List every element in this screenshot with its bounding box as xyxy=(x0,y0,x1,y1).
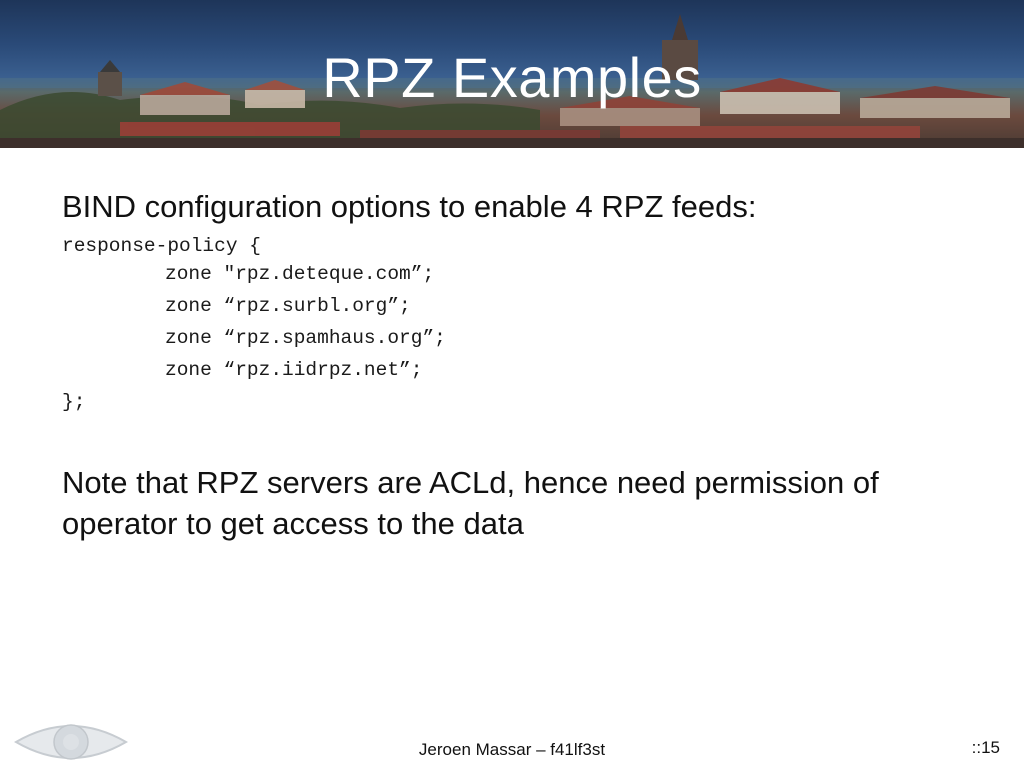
page-number: ::15 xyxy=(971,738,1000,757)
code-line-close: }; xyxy=(62,391,86,413)
city-skyline-image xyxy=(0,14,1024,148)
footer-author: Jeroen Massar – f41lf3st xyxy=(0,740,1024,760)
lead-paragraph: BIND configuration options to enable 4 R… xyxy=(62,189,757,224)
footer-author-text: Jeroen Massar – f41lf3st xyxy=(418,740,606,759)
code-line-open: response-policy { xyxy=(62,235,261,257)
note-paragraph: Note that RPZ servers are ACLd, hence ne… xyxy=(62,465,879,541)
code-line-zone-3: zone “rpz.spamhaus.org”; xyxy=(165,327,446,349)
code-line-zone-4: zone “rpz.iidrpz.net”; xyxy=(165,359,423,381)
code-block: response-policy { zone "rpz.deteque.com”… xyxy=(62,234,962,418)
slide-body: BIND configuration options to enable 4 R… xyxy=(62,188,962,544)
slide-title: RPZ Examples xyxy=(322,46,702,109)
code-line-zone-2: zone “rpz.surbl.org”; xyxy=(165,295,411,317)
eye-logo-icon xyxy=(12,716,130,768)
code-line-zone-1: zone "rpz.deteque.com”; xyxy=(165,263,435,285)
header-banner: RPZ Examples xyxy=(0,0,1024,148)
